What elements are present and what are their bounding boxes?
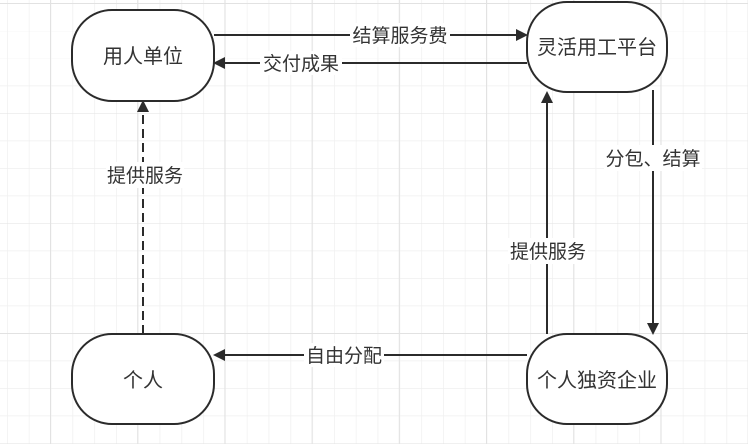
edge-labels-layer: 结算服务费 交付成果 分包、结算 提供服务 自由分配 提供服务 — [106, 23, 702, 367]
node-label-platform: 灵活用工平台 — [537, 35, 657, 59]
edge-label-settle-fee: 结算服务费 — [352, 25, 447, 47]
edge-label-provide-service-right: 提供服务 — [510, 241, 586, 263]
node-label-sole-proprietorship: 个人独资企业 — [537, 368, 657, 392]
edge-label-subcontract-settle: 分包、结算 — [605, 148, 700, 170]
node-employer[interactable]: 用人单位 — [71, 9, 215, 102]
node-platform[interactable]: 灵活用工平台 — [526, 1, 668, 93]
node-individual[interactable]: 个人 — [71, 333, 215, 425]
node-label-individual: 个人 — [123, 368, 163, 392]
node-label-employer: 用人单位 — [103, 44, 183, 68]
node-sole-proprietorship[interactable]: 个人独资企业 — [526, 333, 668, 425]
edge-label-provide-service-left: 提供服务 — [107, 165, 183, 187]
edge-label-deliver-results: 交付成果 — [263, 53, 339, 75]
edge-label-free-distribution: 自由分配 — [306, 345, 382, 367]
nodes-layer: 用人单位 灵活用工平台 个人 个人独资企业 — [71, 1, 668, 425]
